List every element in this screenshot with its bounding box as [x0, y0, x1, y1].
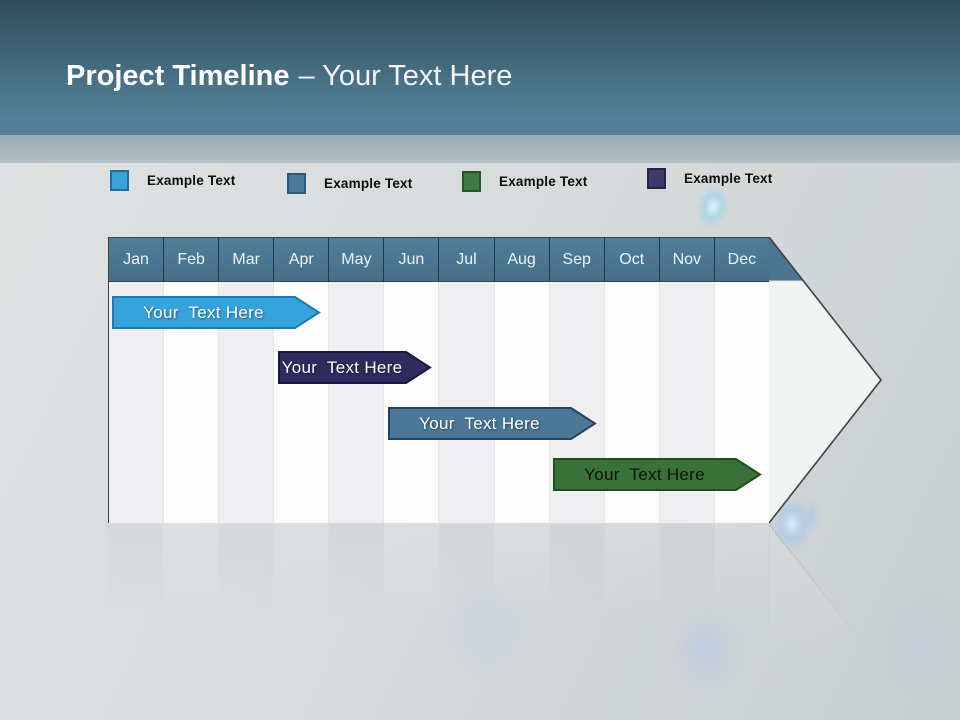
legend-swatch-1 — [110, 170, 129, 191]
legend-swatch-3 — [462, 171, 481, 192]
legend-item-2: Example Text — [287, 173, 412, 194]
timeline-body-columns — [109, 282, 769, 523]
title-bold-text: Project Timeline — [66, 60, 290, 92]
month-column-jun — [383, 282, 439, 523]
timeline-bar-2: Your Text Here — [278, 351, 432, 384]
timeline-bar-label-3: Your Text Here — [419, 413, 540, 433]
timeline-bar-4: Your Text Here — [553, 458, 762, 491]
timeline-bar-3: Your Text Here — [388, 407, 597, 440]
legend-label-3: Example Text — [499, 174, 588, 189]
month-header-jun: Jun — [383, 238, 438, 281]
table-reflection — [108, 524, 770, 620]
legend-label-1: Example Text — [147, 173, 236, 188]
legend-swatch-2 — [287, 173, 306, 194]
month-column-aug — [493, 282, 549, 523]
arrowhead-reflection — [769, 524, 882, 674]
month-header-jul: Jul — [438, 238, 493, 281]
timeline-bar-label-4: Your Text Here — [584, 464, 705, 484]
divider-band — [0, 135, 960, 163]
timeline-bar-label-1: Your Text Here — [143, 302, 264, 322]
legend-label-2: Example Text — [324, 176, 413, 191]
title-light-text: – Your Text Here — [298, 60, 513, 92]
legend-label-4: Example Text — [684, 171, 773, 186]
month-header-may: May — [328, 238, 383, 281]
month-column-jul — [438, 282, 494, 523]
month-header-dec: Dec — [713, 238, 769, 281]
page-title: Project Timeline– Your Text Here — [66, 60, 512, 93]
title-band-background — [0, 0, 960, 135]
legend-item-1: Example Text — [110, 170, 235, 191]
timeline-bar-1: Your Text Here — [112, 296, 321, 329]
month-header-sep: Sep — [548, 238, 604, 281]
month-header-nov: Nov — [658, 238, 714, 281]
month-header-aug: Aug — [493, 238, 549, 281]
legend-swatch-4 — [647, 168, 666, 189]
month-header-feb: Feb — [163, 238, 218, 281]
timeline-bar-label-2: Your Text Here — [281, 357, 403, 377]
month-header-oct: Oct — [603, 238, 659, 281]
month-header-mar: Mar — [218, 238, 273, 281]
month-header-jan: Jan — [123, 250, 149, 268]
month-header-apr: Apr — [273, 238, 328, 281]
timeline-arrowhead — [769, 237, 883, 524]
month-column-may — [328, 282, 384, 523]
legend-item-4: Example Text — [647, 168, 772, 189]
legend-item-3: Example Text — [462, 171, 587, 192]
